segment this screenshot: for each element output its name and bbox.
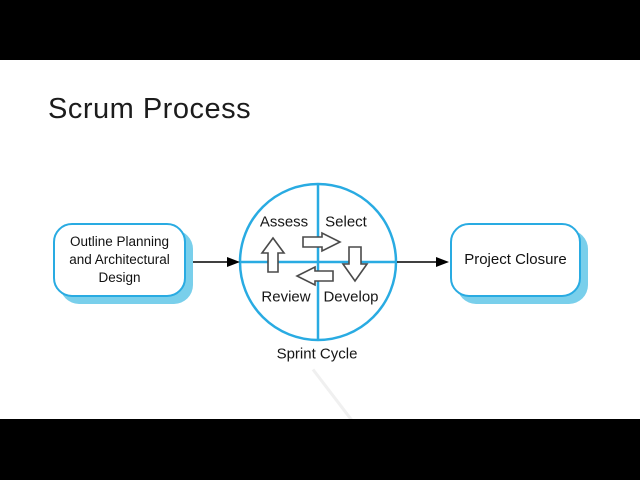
slide-title: Scrum Process: [48, 93, 252, 125]
quadrant-label-select: Select: [325, 213, 367, 231]
letterbox-top: [0, 0, 640, 60]
project-closure-label: Project Closure: [464, 251, 567, 268]
cycle-arrow-right-icon: [302, 231, 342, 253]
project-closure-box: Project Closure: [450, 223, 581, 297]
cycle-arrow-down-icon: [341, 246, 369, 283]
sprint-cycle-caption: Sprint Cycle: [276, 345, 358, 363]
cycle-arrow-left-icon: [295, 265, 334, 287]
letterbox-bottom: [0, 419, 640, 480]
flow-arrow-into-cycle-icon: [190, 257, 240, 267]
quadrant-label-assess: Assess: [259, 213, 309, 231]
sprint-cycle-diagram: [190, 182, 449, 342]
slide-canvas: Scrum Process Assess Selec: [0, 60, 640, 423]
quadrant-label-review: Review: [261, 288, 311, 306]
outline-planning-box: Outline Planning and Architectural Desig…: [53, 223, 186, 297]
outline-planning-line-3: Design: [98, 270, 141, 285]
quadrant-label-develop: Develop: [323, 288, 379, 306]
outline-planning-line-1: Outline Planning: [69, 234, 170, 249]
flow-arrow-out-of-cycle-icon: [397, 257, 449, 267]
outline-planning-line-2: and Architectural: [69, 252, 170, 267]
cycle-arrow-up-icon: [260, 236, 286, 273]
